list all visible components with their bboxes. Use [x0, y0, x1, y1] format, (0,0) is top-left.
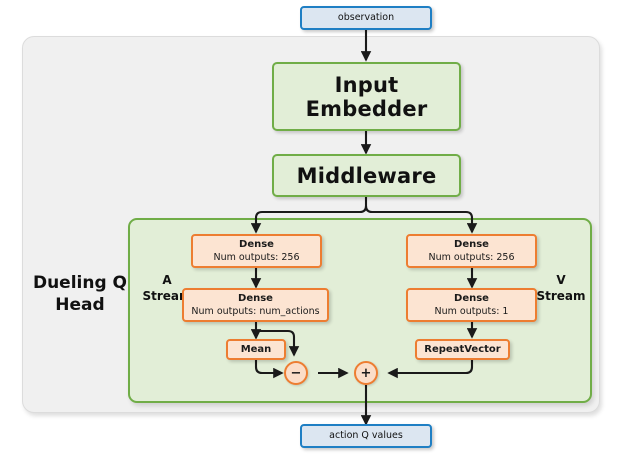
subtract-operator-symbol: − [290, 365, 302, 381]
v-stream-dense-256-node[interactable]: Dense Num outputs: 256 [406, 234, 537, 268]
repeat-vector-title: RepeatVector [424, 344, 501, 355]
a-stream-dense-num-actions-subtitle: Num outputs: num_actions [191, 306, 320, 317]
v-stream-dense-256-subtitle: Num outputs: 256 [428, 252, 515, 263]
a-stream-dense-256-title: Dense [239, 239, 274, 250]
middleware-label: Middleware [296, 163, 437, 188]
input-embedder-node[interactable]: Input Embedder [272, 62, 461, 131]
v-stream-dense-1-title: Dense [454, 293, 489, 304]
observation-label: observation [337, 12, 395, 23]
a-stream-dense-num-actions-node[interactable]: Dense Num outputs: num_actions [182, 288, 329, 322]
v-stream-dense-256-title: Dense [454, 239, 489, 250]
action-q-values-label: action Q values [329, 430, 403, 441]
add-operator[interactable]: + [354, 361, 378, 385]
a-stream-dense-num-actions-title: Dense [238, 293, 273, 304]
dueling-q-head-label: Dueling Q Head [32, 272, 128, 316]
mean-title: Mean [240, 344, 272, 355]
input-embedder-label: Input Embedder [305, 72, 428, 121]
v-stream-label: V Stream [534, 272, 588, 304]
a-stream-dense-256-subtitle: Num outputs: 256 [213, 252, 300, 263]
mean-node[interactable]: Mean [226, 339, 286, 360]
subtract-operator[interactable]: − [284, 361, 308, 385]
v-stream-label-line2: Stream [536, 289, 586, 303]
observation-node[interactable]: observation [300, 6, 432, 30]
v-stream-label-line1: V [556, 273, 566, 287]
dueling-q-head-label-line2: Head [55, 295, 105, 315]
add-operator-symbol: + [360, 365, 372, 381]
v-stream-dense-1-node[interactable]: Dense Num outputs: 1 [406, 288, 537, 322]
a-stream-label-line1: A [162, 273, 172, 287]
repeat-vector-node[interactable]: RepeatVector [415, 339, 510, 360]
a-stream-label: A Stream [140, 272, 194, 304]
a-stream-label-line2: Stream [142, 289, 192, 303]
middleware-node[interactable]: Middleware [272, 154, 461, 197]
a-stream-dense-256-node[interactable]: Dense Num outputs: 256 [191, 234, 322, 268]
v-stream-dense-1-subtitle: Num outputs: 1 [434, 306, 509, 317]
action-q-values-node[interactable]: action Q values [300, 424, 432, 448]
dueling-q-head-label-line1: Dueling Q [32, 273, 128, 293]
